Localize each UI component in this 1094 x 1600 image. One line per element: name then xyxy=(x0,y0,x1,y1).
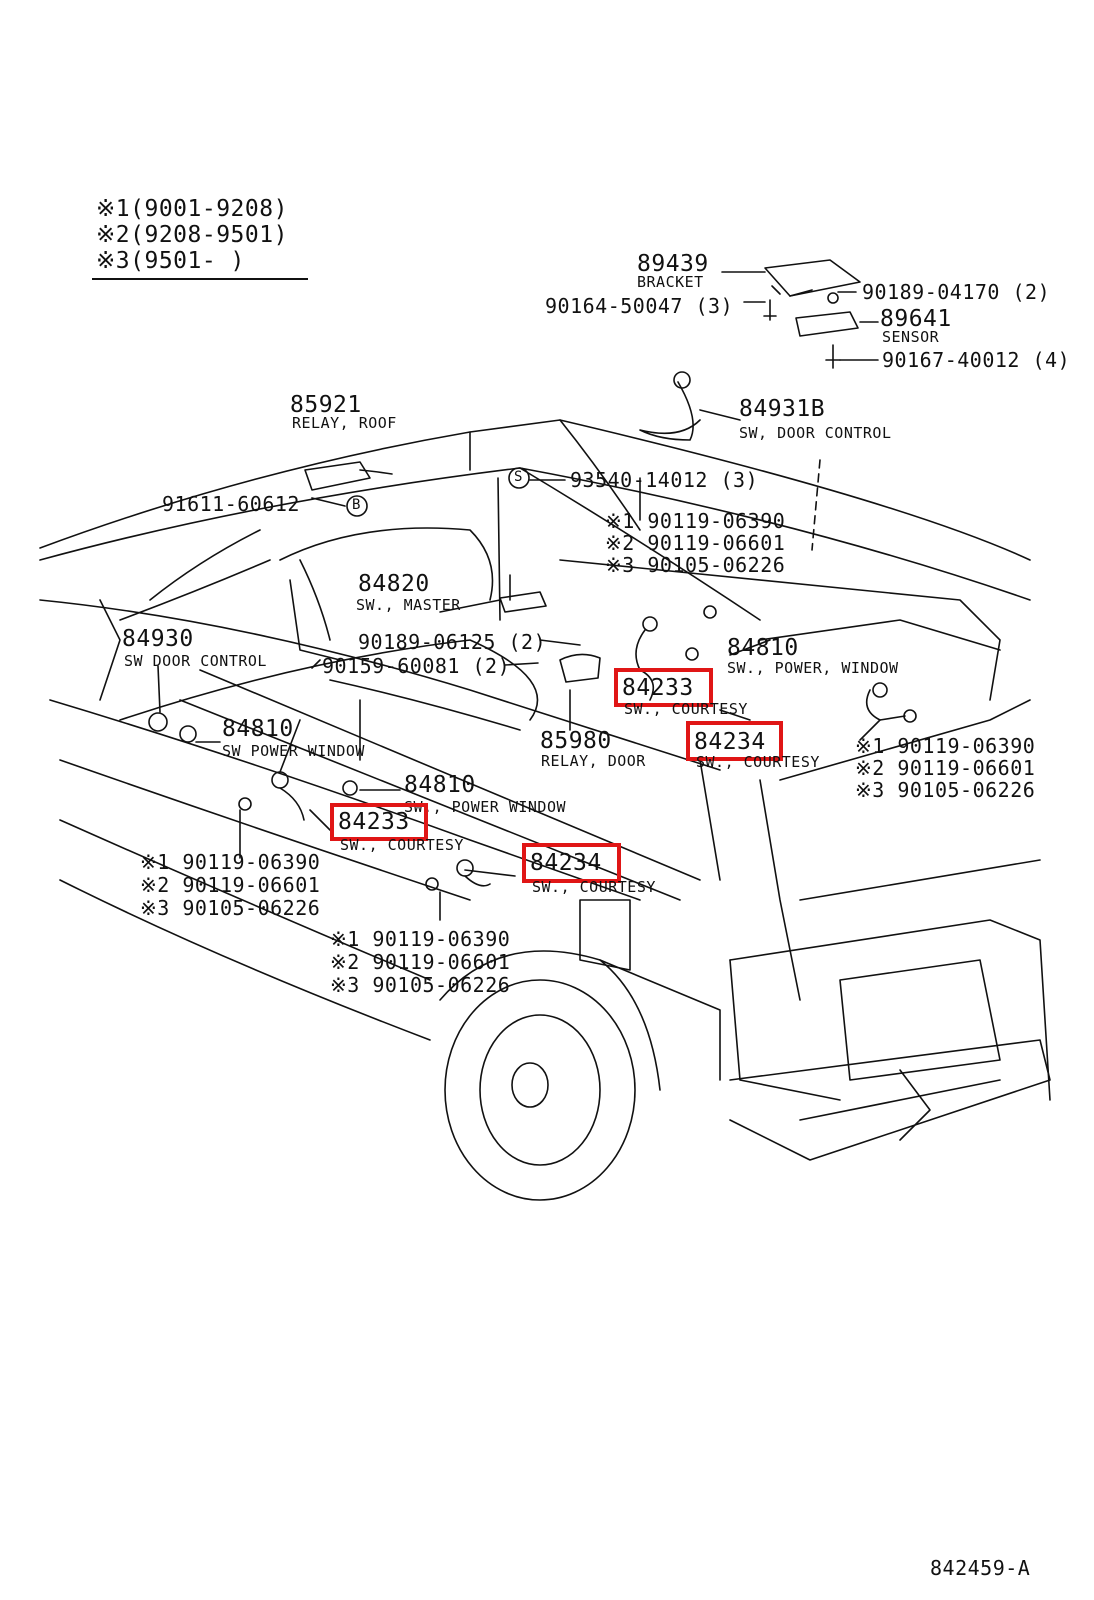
legend-mark: ※1 xyxy=(96,196,131,222)
part-name-door-control: SW, DOOR CONTROL xyxy=(739,424,892,442)
fastener-group-mid-2: ※2 90119-06601 xyxy=(330,950,511,974)
part-number-89641: 89641 xyxy=(880,306,952,332)
part-number-90167: 90167-40012 (4) xyxy=(882,348,1071,372)
part-name-relay-roof: RELAY, ROOF xyxy=(292,414,397,432)
highlight-84234-upper xyxy=(686,721,783,761)
part-name-master-switch: SW., MASTER xyxy=(356,596,461,614)
part-number-90189-06125: 90189-06125 (2) xyxy=(358,630,547,654)
bolt-b-marker: B xyxy=(352,497,361,513)
part-number-90164: 90164-50047 (3) xyxy=(545,294,734,318)
part-number-84810-mid: 84810 xyxy=(404,772,476,798)
part-number-84233-upper: 84233 xyxy=(622,675,694,701)
part-number-84820: 84820 xyxy=(358,571,430,597)
fastener-group-top-3: ※3 90105-06226 xyxy=(605,553,786,577)
part-name-courtesy-rear-left: SW., COURTESY xyxy=(532,878,656,896)
legend-range: (9208-9501) xyxy=(130,222,288,248)
fastener-group-left-1: ※1 90119-06390 xyxy=(140,850,321,874)
highlight-84233-lower xyxy=(330,803,428,841)
part-number-84234-lower: 84234 xyxy=(530,850,602,876)
part-number-84810-left: 84810 xyxy=(222,716,294,742)
legend-mark: ※3 xyxy=(96,248,131,274)
part-number-84234-upper: 84234 xyxy=(694,729,766,755)
figure-id: 842459-A xyxy=(930,1556,1031,1580)
part-name-courtesy-front-left: SW., COURTESY xyxy=(340,836,464,854)
part-name-bracket: BRACKET xyxy=(637,273,704,291)
part-name-power-window-mid: SW., POWER WINDOW xyxy=(404,798,567,816)
highlight-84233-upper xyxy=(614,668,713,707)
part-number-90189-04170: 90189-04170 (2) xyxy=(862,280,1051,304)
part-number-93540: 93540-14012 (3) xyxy=(570,468,759,492)
fastener-group-top-1: ※1 90119-06390 xyxy=(605,509,786,533)
part-name-power-window-left: SW POWER WINDOW xyxy=(222,742,365,760)
fastener-group-mid-3: ※3 90105-06226 xyxy=(330,973,511,997)
legend-underline xyxy=(92,278,308,280)
highlight-84234-lower xyxy=(522,843,621,883)
fastener-group-right-3: ※3 90105-06226 xyxy=(855,778,1036,802)
fastener-group-left-2: ※2 90119-06601 xyxy=(140,873,321,897)
part-number-91611: 91611-60612 xyxy=(162,492,300,516)
legend-range: (9501- ) xyxy=(130,248,245,274)
legend-row: ※3(9501- ) xyxy=(96,248,288,274)
fastener-group-left-3: ※3 90105-06226 xyxy=(140,896,321,920)
part-number-84931b: 84931B xyxy=(739,396,826,422)
legend-row: ※2(9208-9501) xyxy=(96,222,288,248)
part-number-89439: 89439 xyxy=(637,251,709,277)
fastener-group-top-2: ※2 90119-06601 xyxy=(605,531,786,555)
fastener-group-right-1: ※1 90119-06390 xyxy=(855,734,1036,758)
fastener-group-mid-1: ※1 90119-06390 xyxy=(330,927,511,951)
part-name-relay-door: RELAY, DOOR xyxy=(541,752,646,770)
legend-row: ※1(9001-9208) xyxy=(96,196,288,222)
part-number-84233-lower: 84233 xyxy=(338,809,410,835)
part-number-85980: 85980 xyxy=(540,728,612,754)
part-name-sensor: SENSOR xyxy=(882,328,940,346)
bolt-s-marker: S xyxy=(514,469,523,485)
part-number-84810-right: 84810 xyxy=(727,635,799,661)
model-year-legend: ※1(9001-9208) ※2(9208-9501) ※3(9501- ) xyxy=(96,196,288,274)
part-name-courtesy-rear: SW., COURTESY xyxy=(696,753,820,771)
part-name-power-window-right: SW., POWER, WINDOW xyxy=(727,659,899,677)
legend-range: (9001-9208) xyxy=(130,196,288,222)
part-name-courtesy-upper: SW., COURTESY xyxy=(624,700,748,718)
part-number-84930: 84930 xyxy=(122,626,194,652)
fastener-group-right-2: ※2 90119-06601 xyxy=(855,756,1036,780)
part-name-door-control-left: SW DOOR CONTROL xyxy=(124,652,267,670)
part-number-85921: 85921 xyxy=(290,392,362,418)
part-number-90159: 90159-60081 (2) xyxy=(322,654,511,678)
legend-mark: ※2 xyxy=(96,222,131,248)
